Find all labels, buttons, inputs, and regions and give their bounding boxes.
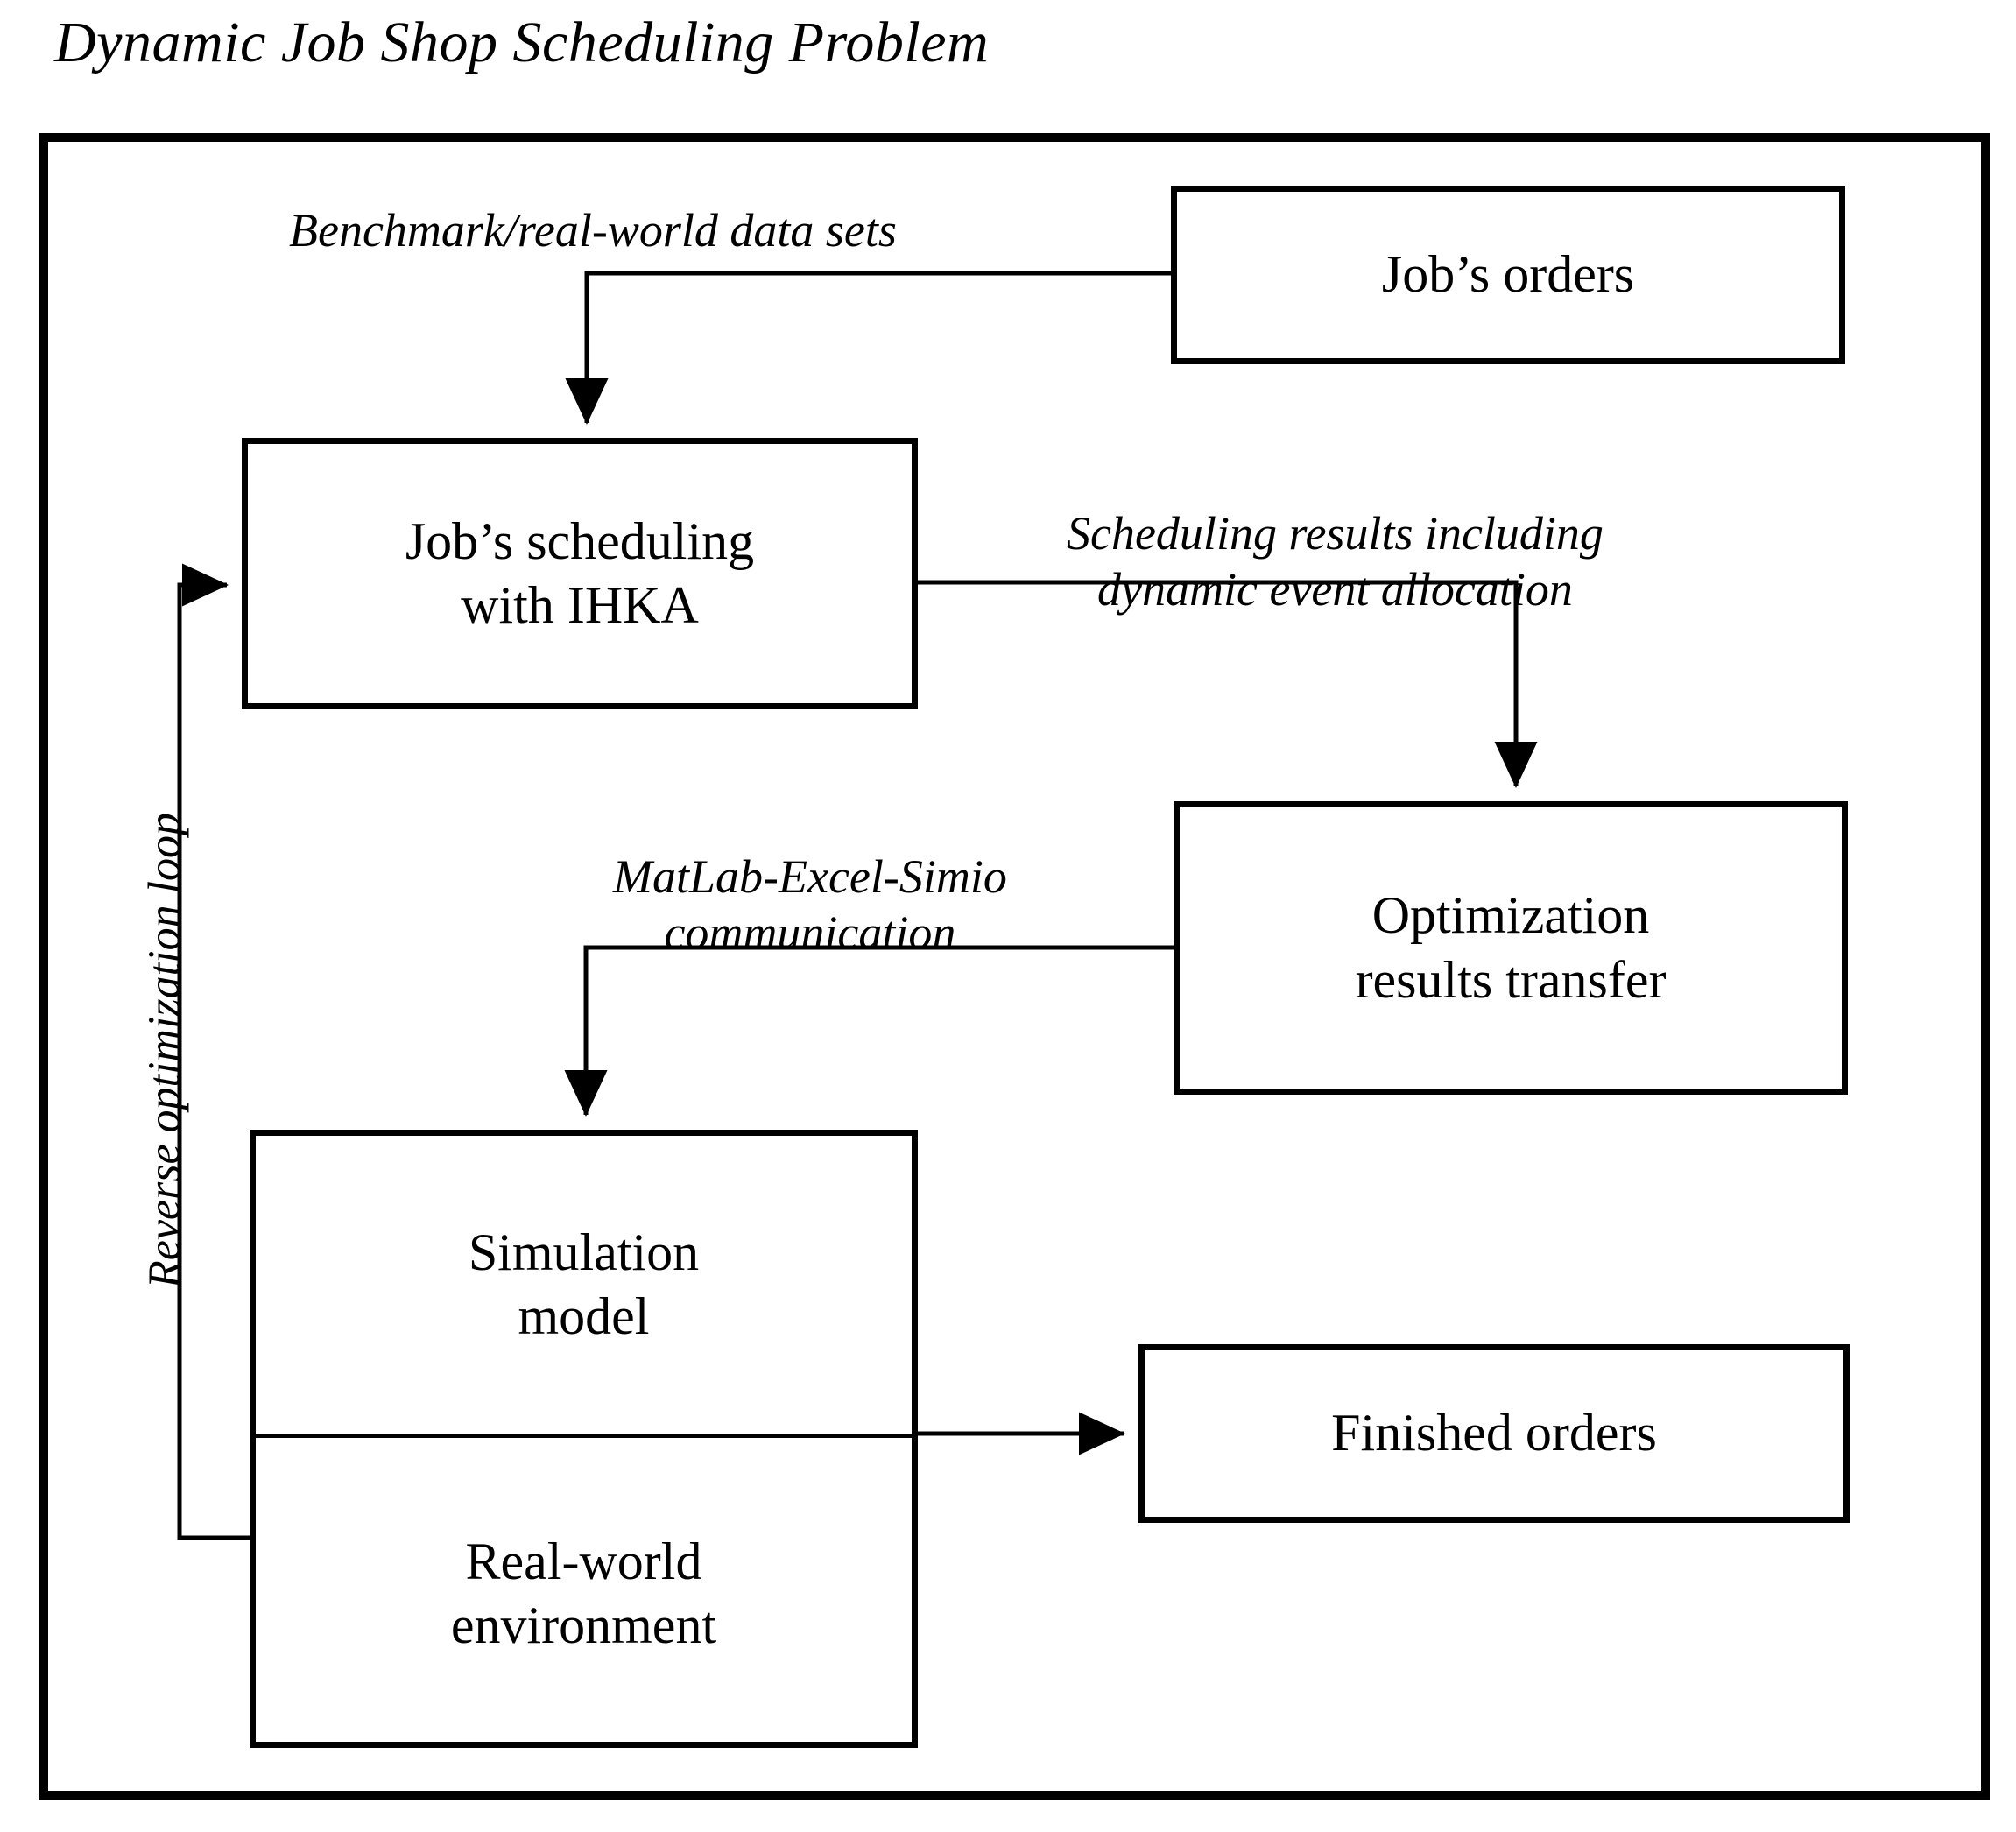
edge-optimization-to-simulation <box>564 945 1174 1117</box>
node-real-world-environment[interactable]: Real-world environment <box>256 1440 912 1748</box>
edge-label-benchmark-data: Benchmark/real-world data sets <box>289 204 897 257</box>
edge-label-reverse-optimization-loop: Reverse optimization loop <box>139 812 190 1289</box>
edge-scheduling-to-optimization <box>918 580 1538 789</box>
node-simulation-model[interactable]: Simulation model <box>256 1136 912 1434</box>
node-simulation-model-line2: model <box>518 1287 650 1345</box>
node-finished-orders[interactable]: Finished orders <box>1138 1344 1850 1523</box>
node-jobs-scheduling-line2: with IHKA <box>461 576 699 634</box>
edge-label-scheduling-results-line2: dynamic event allocation <box>1097 562 1573 616</box>
node-simulation-model-line1: Simulation <box>468 1223 700 1281</box>
node-jobs-scheduling[interactable]: Job’s scheduling with IHKA <box>242 438 918 709</box>
node-jobs-orders[interactable]: Job’s orders <box>1171 186 1845 364</box>
node-real-world-environment-line1: Real-world <box>465 1532 702 1590</box>
edge-label-scheduling-results-line1: Scheduling results including <box>1067 507 1604 560</box>
edge-reverse-optimization-loop <box>177 563 250 1540</box>
edge-label-matlab-line1: MatLab-Excel-Simio <box>613 850 1007 903</box>
edge-label-scheduling-results: Scheduling results including dynamic eve… <box>1067 506 1604 617</box>
node-optimization-line2: results transfer <box>1355 950 1667 1009</box>
node-optimization-results-transfer[interactable]: Optimization results transfer <box>1174 801 1848 1095</box>
node-simulation-and-real-world[interactable]: Simulation model Real-world environment <box>250 1130 918 1748</box>
node-jobs-scheduling-line1: Job’s scheduling <box>405 511 755 570</box>
node-real-world-environment-line2: environment <box>450 1596 717 1654</box>
node-jobs-orders-label: Job’s orders <box>1381 245 1635 304</box>
page-title: Dynamic Job Shop Scheduling Problem <box>54 11 990 74</box>
node-optimization-line1: Optimization <box>1371 886 1650 945</box>
edge-jobs-orders-to-scheduling <box>565 271 1171 426</box>
node-finished-orders-label: Finished orders <box>1331 1404 1657 1462</box>
edge-label-matlab-line2: communication <box>664 905 956 959</box>
edge-label-matlab-communication: MatLab-Excel-Simio communication <box>613 849 1007 961</box>
node-divider <box>256 1434 912 1438</box>
